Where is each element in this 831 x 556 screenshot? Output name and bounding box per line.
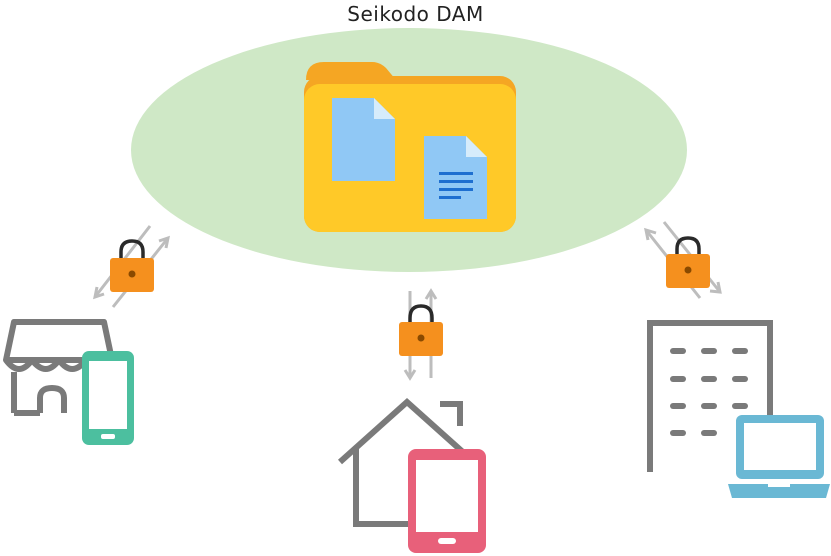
laptop-icon [728, 415, 830, 498]
document-icon [424, 136, 487, 219]
lock-icon [666, 236, 710, 288]
diagram-title: Seikodo DAM [347, 2, 484, 26]
tablet-icon [408, 449, 486, 553]
lock-icon [110, 239, 154, 292]
house-icon [337, 397, 477, 527]
lock-icon [399, 304, 443, 356]
office-building-icon [647, 320, 773, 472]
document-icon [332, 98, 395, 181]
smartphone-icon [82, 351, 134, 445]
